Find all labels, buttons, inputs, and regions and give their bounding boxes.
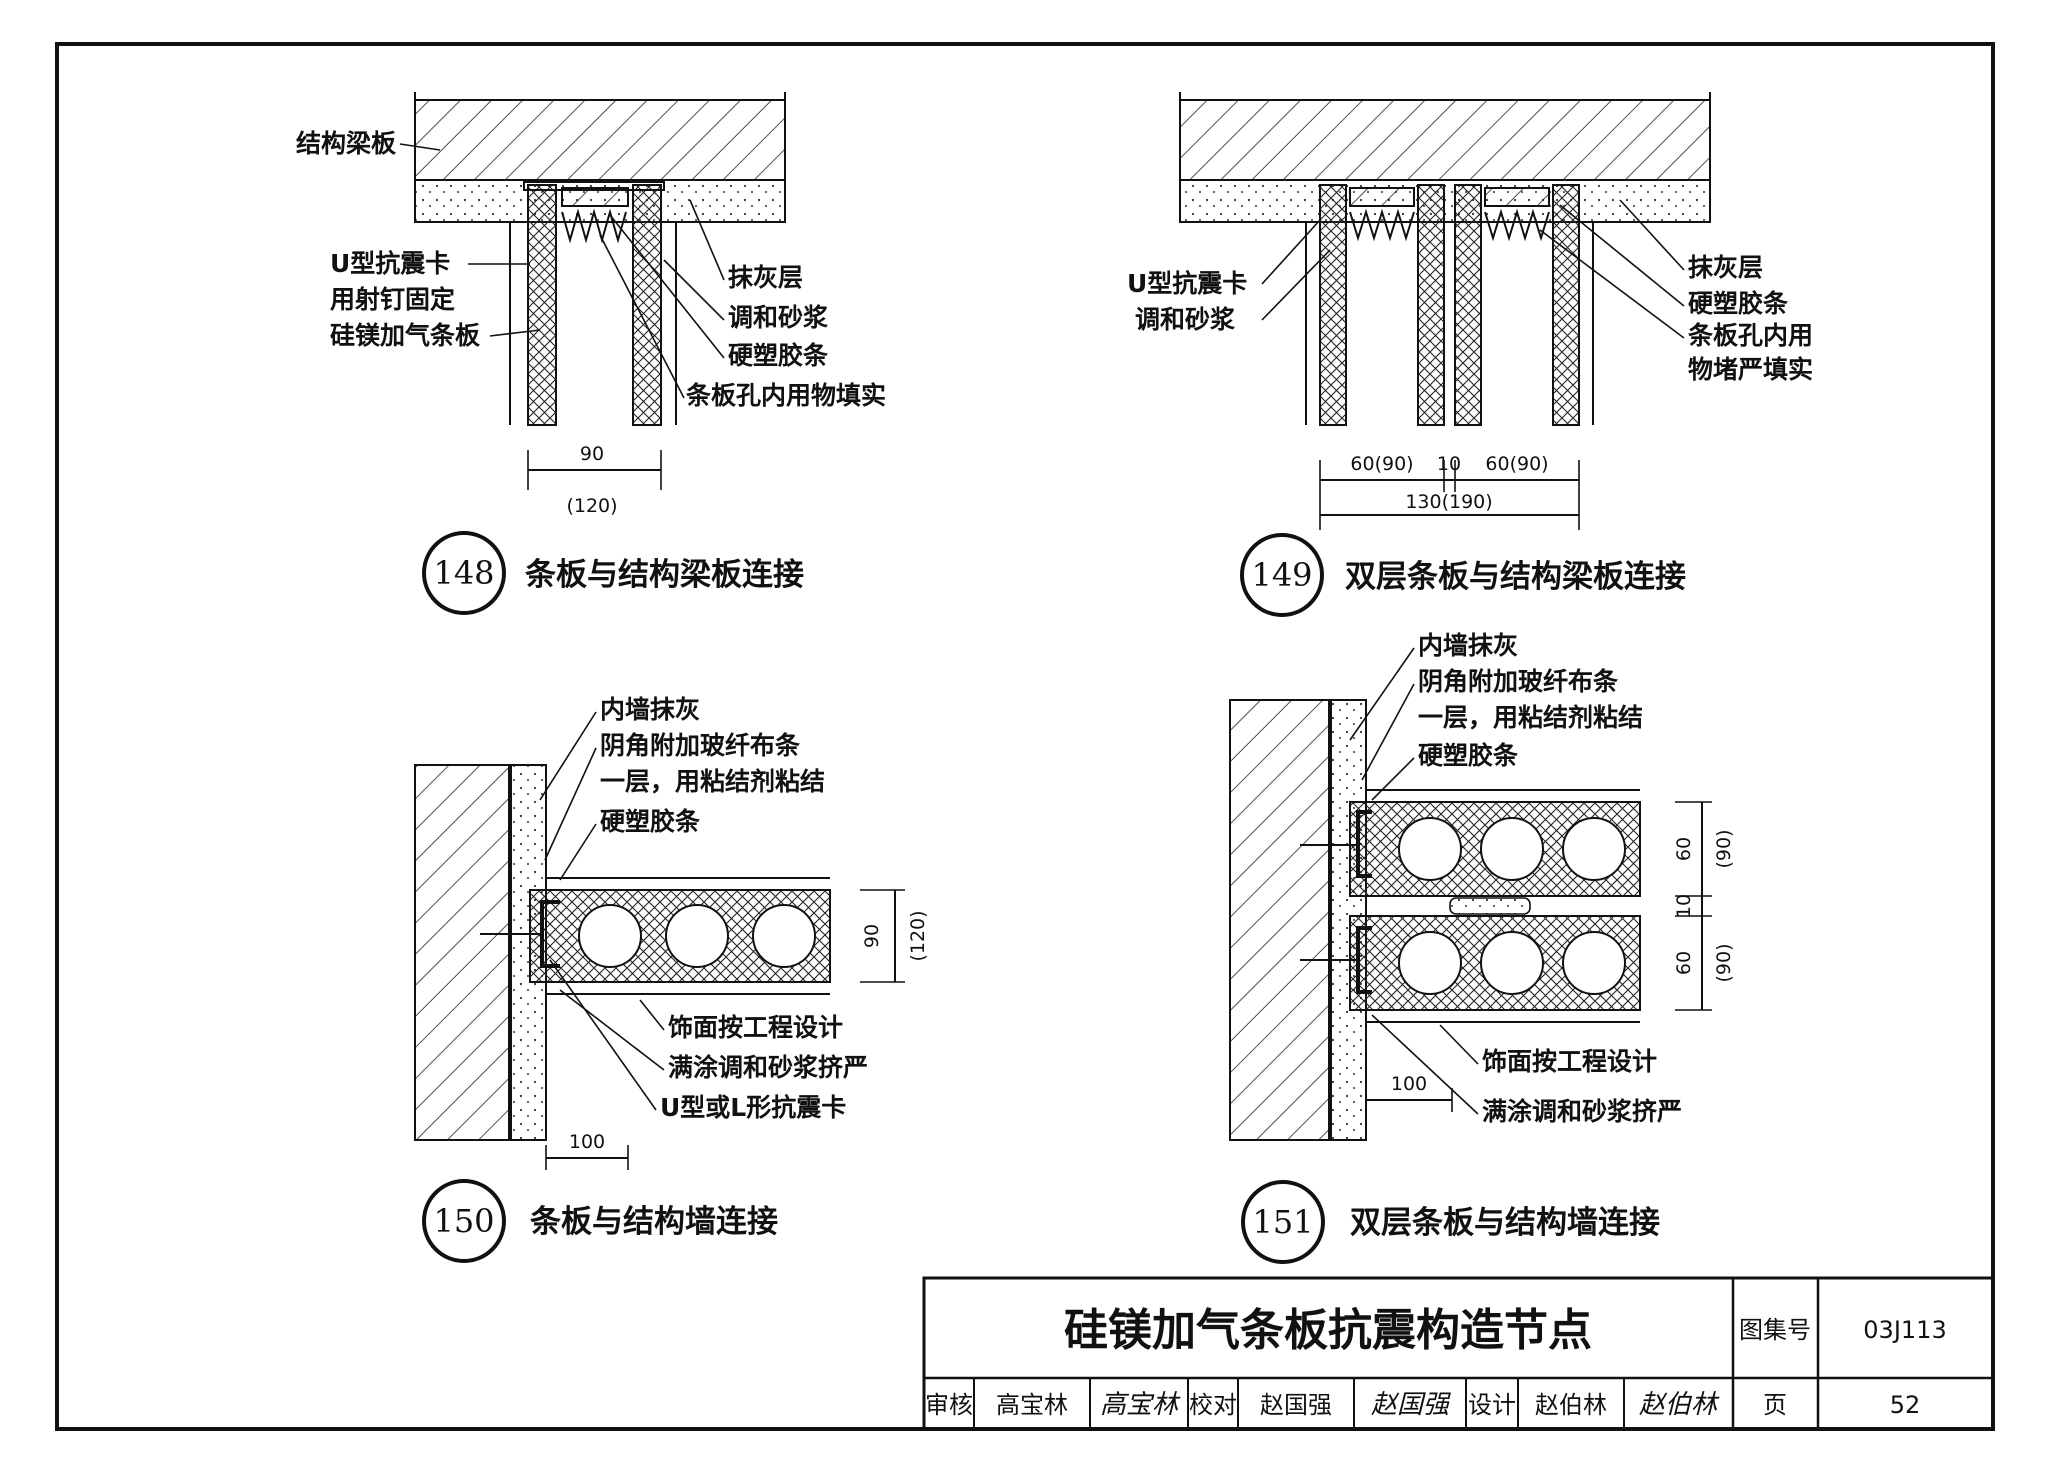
- dim-150-2: 100: [569, 1131, 605, 1153]
- dim-151-2: 10: [1673, 894, 1695, 918]
- label-151-1: 阴角附加玻纤布条: [1418, 667, 1619, 696]
- label-149-3: 硬塑胶条: [1688, 289, 1789, 318]
- label-150-1: 阴角附加玻纤布条: [600, 731, 801, 760]
- page-number: 52: [1890, 1391, 1921, 1419]
- label-149-4: 条板孔内用: [1688, 321, 1813, 350]
- sheet-title: 硅镁加气条板抗震构造节点: [1064, 1305, 1592, 1356]
- dim-151-5: 100: [1391, 1073, 1427, 1095]
- label-151-4: 饰面按工程设计: [1482, 1047, 1657, 1076]
- label-149-2: 抹灰层: [1688, 253, 1763, 282]
- detail-151-badge: [1241, 1180, 1325, 1264]
- strip-1-149: [1349, 187, 1415, 207]
- label-148-7: 条板孔内用物填实: [686, 381, 886, 410]
- reviewer-signature: 高宝林: [1100, 1390, 1181, 1420]
- label-148-1: U型抗震卡: [330, 249, 450, 278]
- detail-150-number: 150: [433, 1202, 494, 1240]
- detail-149-badge: [1240, 533, 1324, 617]
- strip-148: [561, 187, 629, 207]
- detail-149-caption: 双层条板与结构梁板连接: [1345, 559, 1686, 595]
- detail-149-number: 149: [1251, 556, 1312, 594]
- dim-149-2: 60(90): [1485, 453, 1548, 475]
- label-150-2: 一层，用粘结剂粘结: [600, 767, 825, 796]
- label-151-0: 内墙抹灰: [1418, 631, 1518, 660]
- label-150-6: U型或L形抗震卡: [660, 1093, 846, 1122]
- label-151-3: 硬塑胶条: [1418, 741, 1519, 770]
- label-148-4: 抹灰层: [728, 263, 803, 292]
- panel-1-149: [1319, 184, 1347, 426]
- label-150-0: 内墙抹灰: [600, 695, 700, 724]
- panel-2-149: [1417, 184, 1445, 426]
- wall-151: [1229, 699, 1331, 1141]
- atlas-number: 03J113: [1863, 1316, 1946, 1344]
- label-149-1: 调和砂浆: [1135, 305, 1235, 334]
- reviewer-name: 高宝林: [996, 1391, 1068, 1419]
- panel-left-148: [527, 184, 557, 426]
- check-label: 校对: [1189, 1391, 1237, 1419]
- designer-signature: 赵伯林: [1639, 1390, 1720, 1420]
- detail-148-number: 148: [433, 554, 494, 592]
- detail-148-caption: 条板与结构梁板连接: [525, 557, 804, 593]
- dim-150-0: 90: [861, 924, 883, 948]
- label-148-3: 硅镁加气条板: [330, 321, 480, 350]
- label-148-6: 硬塑胶条: [728, 341, 829, 370]
- wall-150: [414, 764, 511, 1141]
- detail-151-caption: 双层条板与结构墙连接: [1350, 1205, 1660, 1241]
- checker-signature: 赵国强: [1371, 1390, 1451, 1420]
- detail-149: 60(90) 10 60(90) 130(190) U型抗震卡 调和砂浆 抹灰层…: [1127, 92, 1813, 617]
- detail-151-number: 151: [1252, 1203, 1313, 1241]
- dim-148-1: (120): [566, 495, 617, 517]
- dim-148-0: 90: [580, 443, 604, 465]
- label-149-5: 物堵严填实: [1688, 355, 1813, 384]
- detail-150: 90 (120) 100 内墙抹灰 阴角附加玻纤布条 一层，用粘结剂粘结 硬塑胶…: [414, 695, 929, 1263]
- page-label: 页: [1763, 1391, 1787, 1419]
- atlas-label: 图集号: [1739, 1316, 1811, 1344]
- label-148-5: 调和砂浆: [728, 303, 828, 332]
- detail-148-badge: [422, 531, 506, 615]
- label-148-0: 结构梁板: [296, 129, 396, 158]
- label-150-5: 满涂调和砂浆挤严: [668, 1053, 868, 1082]
- checker-name: 赵国强: [1260, 1391, 1332, 1419]
- title-block: 硅镁加气条板抗震构造节点 图集号 03J113 审核 高宝林 高宝林 校对 赵国…: [922, 1276, 1995, 1431]
- label-150-4: 饰面按工程设计: [668, 1013, 843, 1042]
- dim-151-1: (90): [1713, 829, 1735, 868]
- label-149-0: U型抗震卡: [1127, 269, 1247, 298]
- detail-150-caption: 条板与结构墙连接: [530, 1204, 778, 1240]
- label-151-5: 满涂调和砂浆挤严: [1482, 1097, 1682, 1126]
- dim-149-3: 130(190): [1405, 491, 1492, 513]
- dim-150-1: (120): [907, 910, 929, 961]
- dim-149-1: 10: [1437, 453, 1461, 475]
- detail-148: 90 (120) 结构梁板 U型抗震卡 用射钉固定 硅镁加气条板 抹灰层 调和砂…: [296, 92, 886, 615]
- dim-149-0: 60(90): [1350, 453, 1413, 475]
- panel-right-148: [632, 184, 662, 426]
- label-151-2: 一层，用粘结剂粘结: [1418, 703, 1643, 732]
- panel-4-149: [1552, 184, 1580, 426]
- label-150-3: 硬塑胶条: [600, 807, 701, 836]
- panel-3-149: [1454, 184, 1482, 426]
- design-label: 设计: [1468, 1391, 1516, 1419]
- slab-148: [414, 99, 786, 181]
- detail-150-badge: [422, 1179, 506, 1263]
- dim-151-0: 60: [1673, 837, 1695, 861]
- detail-151: 60 (90) 10 60 (90) 100 内墙抹灰 阴角附加玻纤布条 一层，…: [1229, 631, 1735, 1264]
- dim-151-3: 60: [1673, 951, 1695, 975]
- label-148-2: 用射钉固定: [330, 285, 455, 314]
- slab-149: [1179, 99, 1711, 181]
- review-label: 审核: [925, 1391, 973, 1419]
- strip-2-149: [1484, 187, 1550, 207]
- designer-name: 赵伯林: [1535, 1391, 1607, 1419]
- dim-151-4: (90): [1713, 943, 1735, 982]
